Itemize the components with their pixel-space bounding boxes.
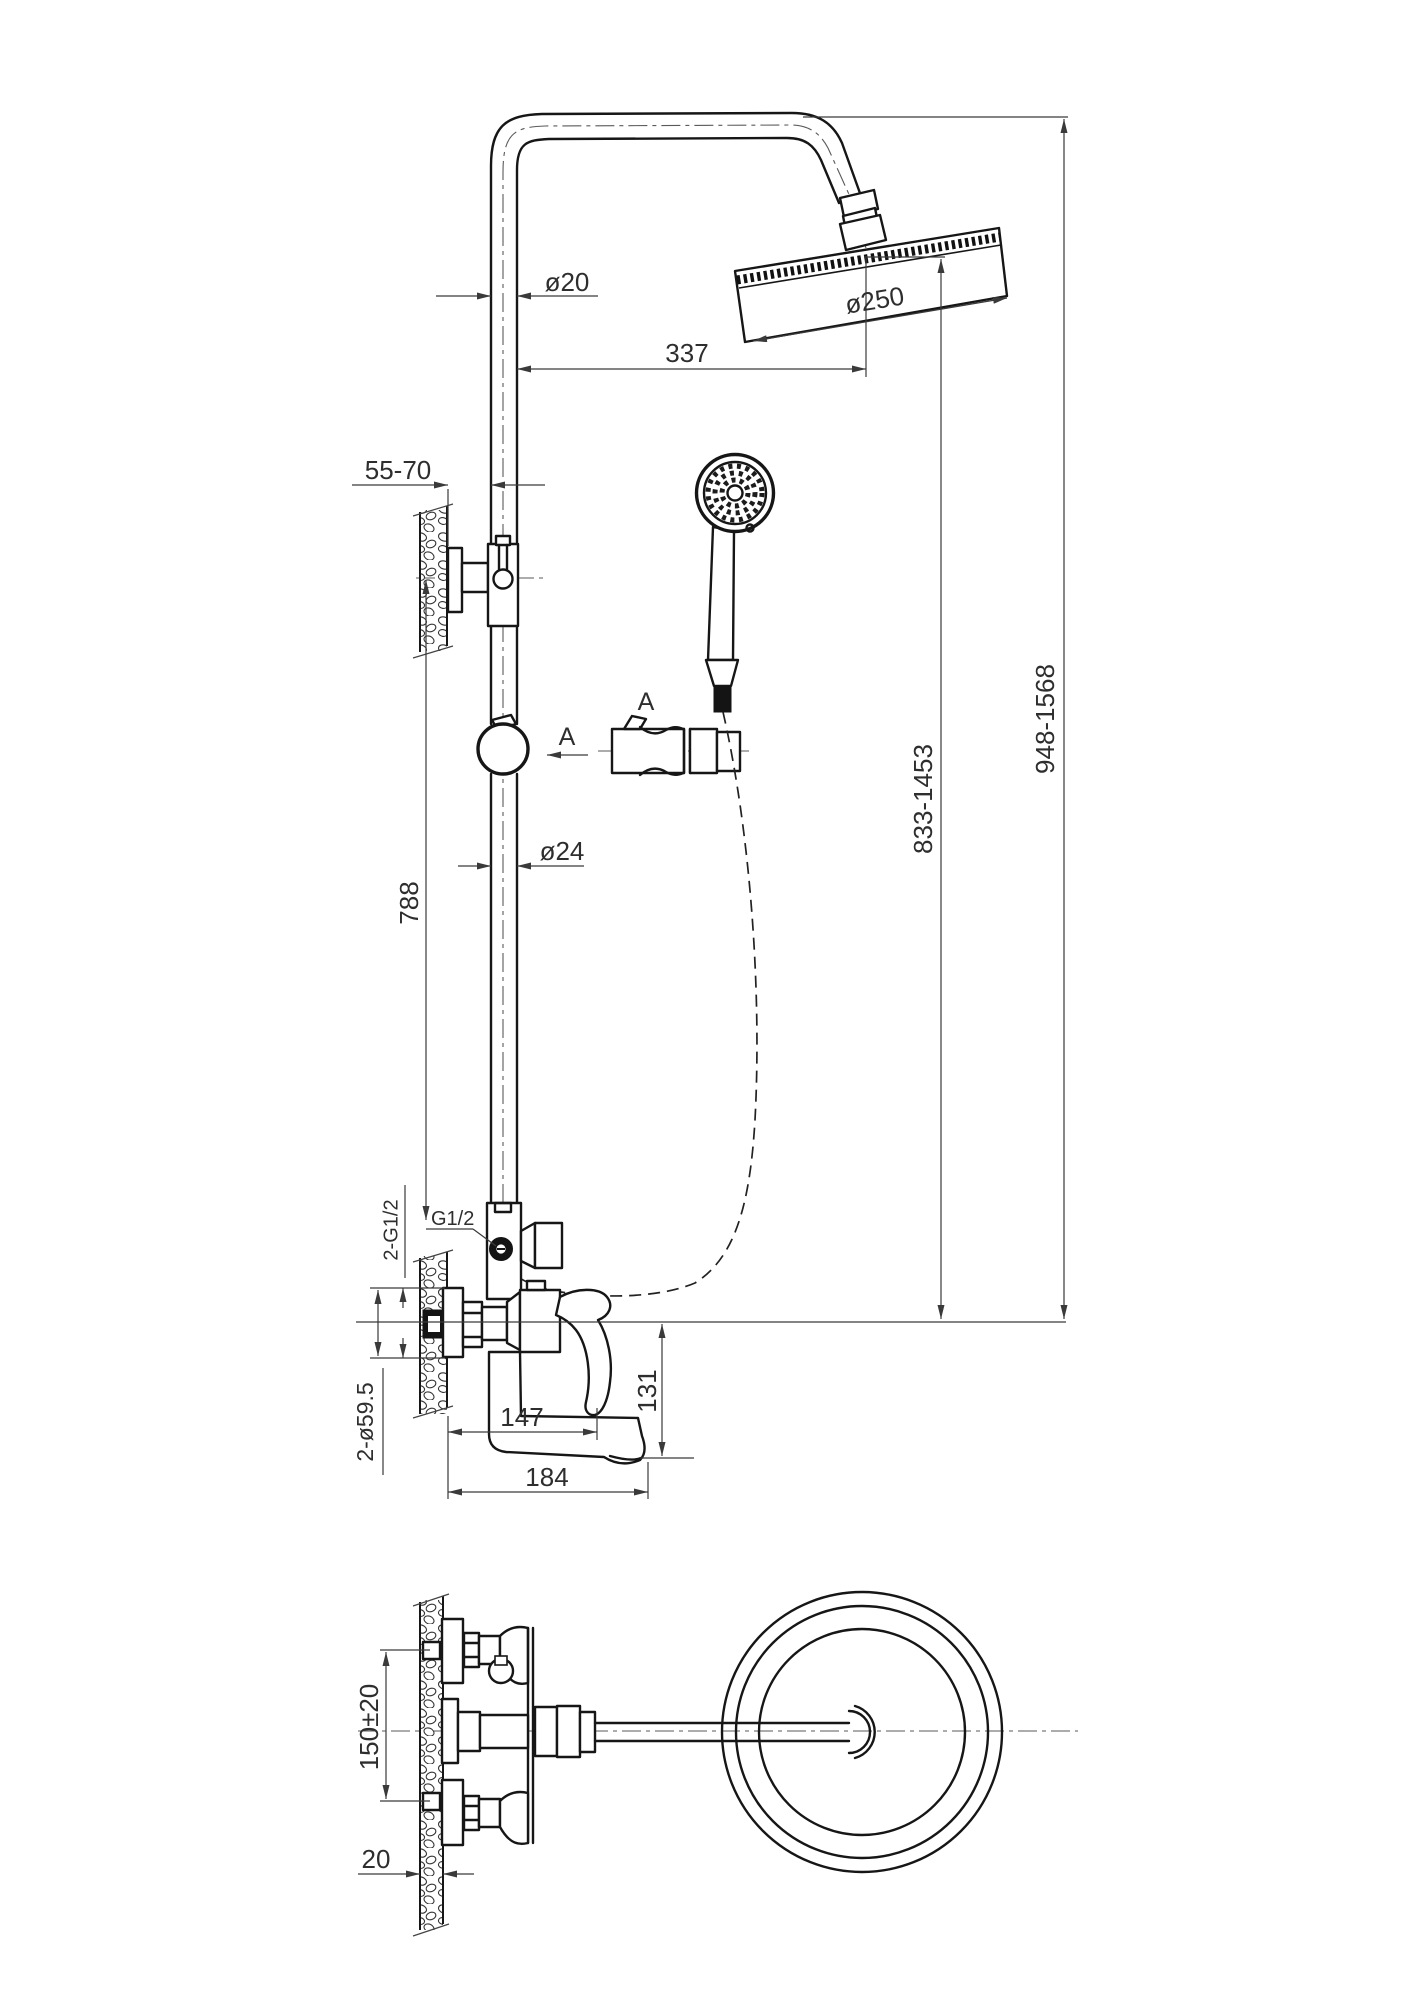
hand-shower-handle: [706, 525, 736, 662]
dim-337: 337: [665, 338, 708, 368]
valve-body: [518, 1288, 562, 1354]
plan-inlet-bottom: [421, 1778, 530, 1847]
dim-833-1453: 833-1453: [908, 744, 938, 854]
dim-55-70: 55-70: [365, 455, 432, 485]
mixer-handle: [554, 1288, 613, 1417]
plan-inlet-top: [421, 1617, 530, 1686]
riser-centerline: [502, 124, 867, 1203]
dim-948-1568: 948-1568: [1030, 664, 1060, 774]
upper-wall-bracket: [446, 534, 520, 628]
view-arrow-a: A: [547, 723, 588, 759]
plan-view: 150±20 20: [354, 1590, 1078, 1937]
dim-dia20: ø20: [545, 267, 590, 297]
mounting-nut: [461, 1300, 484, 1349]
shower-arm-connector: [838, 188, 888, 252]
dim-147: 147: [500, 1402, 543, 1432]
bracket-screw: [492, 568, 514, 590]
dim-2-g12: 2-G1/2: [380, 1199, 402, 1260]
mixer-valve: [422, 1279, 646, 1465]
hose-outlet-tee: [485, 1201, 564, 1301]
dim-g12: G1/2: [431, 1208, 474, 1230]
plan-spout-assembly: [440, 1697, 876, 1765]
section-a-label: A: [638, 688, 655, 716]
side-view: A A: [352, 111, 1068, 1499]
hand-shower: [694, 452, 776, 713]
view-a-label: A: [559, 723, 576, 751]
handset-holder-detail: A: [610, 688, 742, 777]
riser-pipe: [489, 111, 863, 1205]
dim-2-dia59-5: 2-ø59.5: [352, 1382, 378, 1461]
dim-dia24: ø24: [540, 836, 585, 866]
riser-pivot-ball: [476, 713, 530, 776]
shower-hose: [499, 711, 758, 1297]
dimensions-plan-view: 150±20 20: [354, 1649, 474, 1878]
dim-20: 20: [362, 1844, 391, 1874]
hose-nipple: [713, 685, 732, 713]
dim-150-20: 150±20: [354, 1684, 384, 1771]
dim-788: 788: [394, 881, 424, 924]
dim-184: 184: [525, 1462, 568, 1492]
dim-131: 131: [632, 1369, 662, 1412]
plan-overhead-head: [720, 1590, 1004, 1874]
dimensions-side-view: ø20 337 ø250 55-70 788 ø24 948-1568: [352, 116, 1068, 1499]
